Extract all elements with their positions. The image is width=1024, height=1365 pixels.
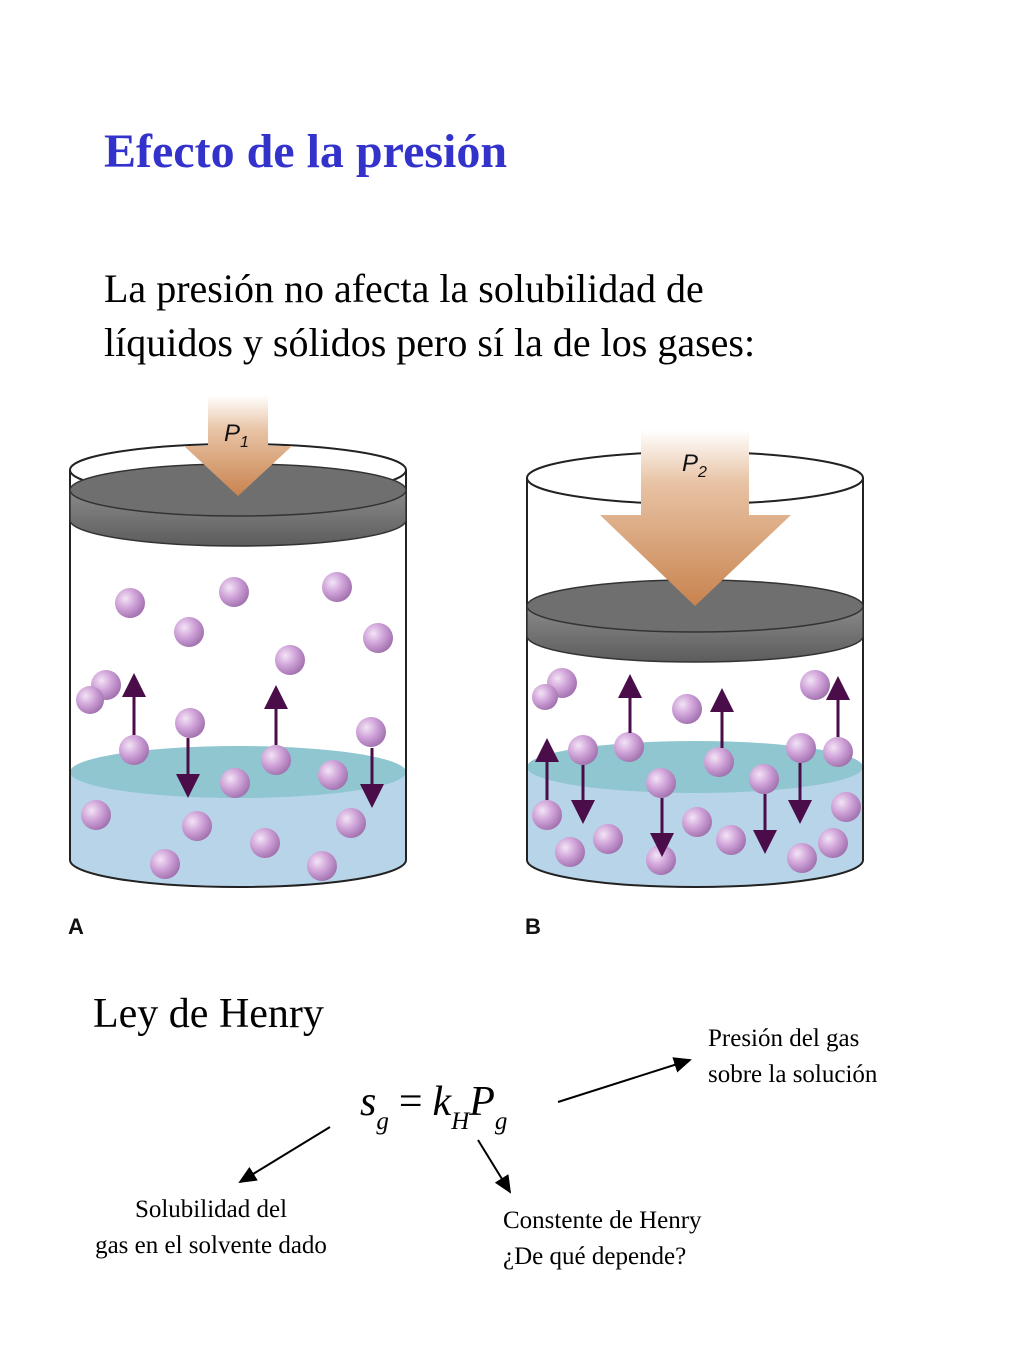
eq-k-sub: H xyxy=(451,1108,470,1135)
henry-equation: sg=kHPg xyxy=(360,1078,507,1135)
eq-p-sub: g xyxy=(494,1108,508,1135)
pressure-label-b: P2 xyxy=(682,450,707,481)
intro-line-2: líquidos y sólidos pero sí la de los gas… xyxy=(104,320,756,365)
note-solubility-line-2: gas en el solvente dado xyxy=(95,1232,327,1259)
pressure-figure: P1 A xyxy=(68,395,864,939)
slide-title: Efecto de la presión xyxy=(104,125,508,178)
dissolved-molecules-a xyxy=(81,800,366,881)
pressure-label-a: P1 xyxy=(224,420,249,451)
panel-label-b: B xyxy=(525,914,541,939)
note-constant-line-2: ¿De qué depende? xyxy=(503,1243,687,1270)
note-pressure-line-2: sobre la solución xyxy=(708,1061,878,1088)
eq-equals: = xyxy=(398,1079,423,1125)
arrow-to-solubility xyxy=(238,1126,331,1184)
liquid-surface-b xyxy=(527,741,863,793)
eq-p: P xyxy=(469,1079,495,1125)
note-constant: Constente de Henry ¿De qué depende? xyxy=(503,1203,702,1275)
note-pressure: Presión del gas sobre la solución xyxy=(708,1021,877,1093)
pressure-arrow-b xyxy=(600,430,791,606)
arrow-to-constant xyxy=(477,1139,512,1194)
gas-molecules-b xyxy=(532,668,853,798)
note-solubility: Solubilidad del gas en el solvente dado xyxy=(70,1192,352,1264)
motion-arrows-b xyxy=(535,674,850,857)
eq-s-sub: g xyxy=(376,1108,389,1135)
pressure-arrow-a xyxy=(184,395,292,496)
intro-text: La presión no afecta la solubilidad de l… xyxy=(104,262,755,370)
note-solubility-line-1: Solubilidad del xyxy=(134,1196,288,1223)
eq-k: k xyxy=(432,1079,452,1125)
note-constant-line-1: Constente de Henry xyxy=(503,1207,702,1234)
note-pressure-line-1: Presión del gas xyxy=(708,1025,860,1052)
panel-label-a: A xyxy=(68,914,84,939)
henry-heading: Ley de Henry xyxy=(93,991,324,1037)
container-b: P2 B xyxy=(525,430,864,939)
eq-s: s xyxy=(360,1079,377,1125)
arrow-to-pressure xyxy=(557,1057,692,1103)
gas-molecules-a xyxy=(76,572,393,798)
intro-line-1: La presión no afecta la solubilidad de xyxy=(104,266,704,311)
motion-arrows-a xyxy=(122,673,384,808)
container-a: P1 A xyxy=(68,395,407,939)
